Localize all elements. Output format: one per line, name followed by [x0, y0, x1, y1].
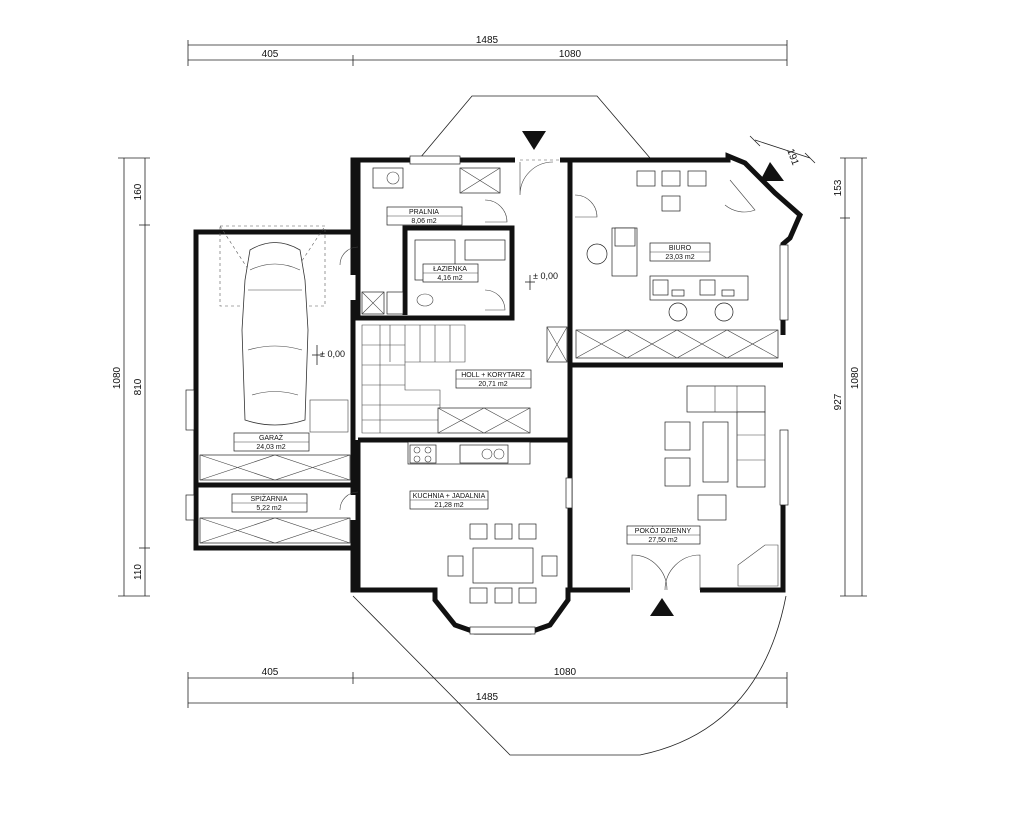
dim-top-left: 405	[262, 49, 279, 60]
room-labels: PRALNIA 8,06 m2 ŁAZIENKA 4,16 m2 BIURO 2…	[231, 206, 711, 545]
office	[575, 170, 779, 359]
terrace-outlines	[352, 95, 787, 756]
bay-marker-icon	[760, 162, 784, 181]
dim-left-top: 160	[133, 183, 144, 200]
room-name-garage: GARAŻ	[259, 433, 284, 442]
car-icon	[241, 242, 309, 426]
garage-level-label: ± 0,00	[320, 349, 345, 359]
room-name-laundry: PRALNIA	[409, 209, 439, 216]
dim-left-bottom: 110	[133, 564, 144, 580]
room-area-laundry: 8,06 m2	[411, 218, 436, 225]
room-name-hall: HOLL + KORYTARZ	[461, 372, 525, 379]
room-name-bathroom: ŁAZIENKA	[433, 266, 467, 273]
garage	[199, 225, 351, 544]
dim-top-total: 1485	[476, 35, 499, 46]
kitchen-dining	[407, 441, 558, 604]
room-area-hall: 20,71 m2	[478, 381, 507, 388]
room-name-living: POKÓJ DZIENNY	[635, 526, 692, 535]
dim-left-mid: 810	[133, 378, 144, 395]
stairs	[361, 324, 568, 434]
dim-right-top: 153	[833, 179, 844, 196]
room-name-office: BIURO	[669, 245, 692, 252]
room-area-living: 27,50 m2	[648, 537, 677, 544]
room-name-pantry: SPIŻARNIA	[251, 494, 288, 503]
entrance-marker-icon	[522, 131, 546, 150]
dim-right-total: 1080	[850, 366, 861, 389]
room-area-bathroom: 4,16 m2	[437, 275, 462, 282]
dim-bottom-right: 1080	[554, 667, 577, 678]
dimension-lines	[118, 40, 867, 708]
room-area-office: 23,03 m2	[665, 254, 694, 261]
dim-bay-diagonal: 191	[784, 147, 800, 167]
room-area-kitchen: 21,28 m2	[434, 502, 463, 509]
dim-bottom-left: 405	[262, 667, 279, 678]
walls	[193, 152, 804, 635]
doors	[339, 159, 756, 591]
living-room	[664, 385, 779, 587]
dim-left-total: 1080	[112, 366, 123, 389]
dim-bottom-total: 1485	[476, 692, 499, 703]
hall-level-label: ± 0,00	[533, 271, 558, 281]
dim-right-mid: 927	[833, 393, 844, 410]
room-name-kitchen: KUCHNIA + JADALNIA	[413, 493, 486, 500]
laundry-bath	[361, 167, 535, 315]
room-area-garage: 24,03 m2	[256, 444, 285, 451]
terrace-marker-icon	[650, 598, 674, 616]
room-area-pantry: 5,22 m2	[256, 505, 281, 512]
windows	[185, 155, 789, 635]
dim-top-right: 1080	[559, 49, 582, 60]
